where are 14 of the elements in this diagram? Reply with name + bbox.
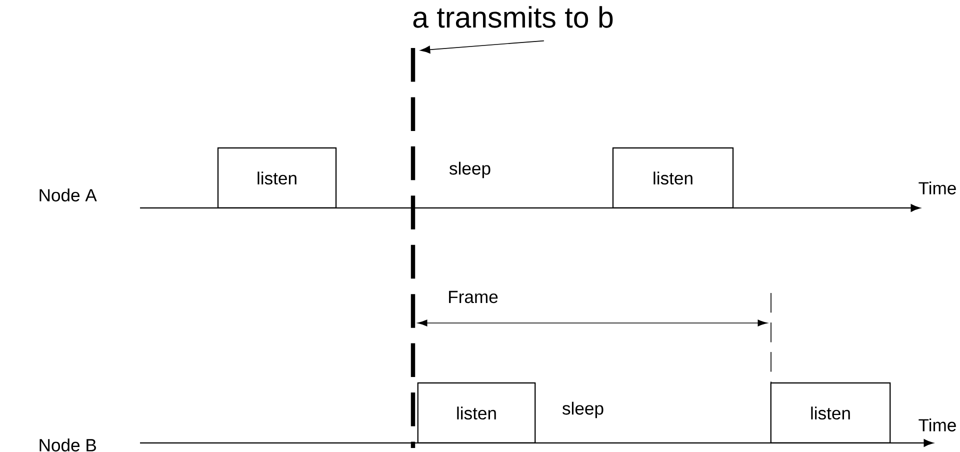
marker-line	[410, 48, 416, 448]
listen-box: listen	[770, 382, 891, 444]
axis-label: Time	[918, 182, 956, 194]
row-label: Node B	[40, 438, 96, 452]
state-label: sleep	[562, 402, 604, 418]
row-label: Node A	[40, 188, 97, 202]
axis-label: Time	[918, 418, 956, 432]
state-label: sleep	[449, 162, 490, 178]
annotation-text: a transmits to b	[413, 6, 613, 28]
listen-box: listen	[217, 147, 337, 209]
listen-box: listen	[612, 147, 734, 209]
listen-box: listen	[417, 382, 536, 444]
dimension-label: Frame	[449, 290, 498, 304]
leader-arrow	[420, 40, 544, 54]
